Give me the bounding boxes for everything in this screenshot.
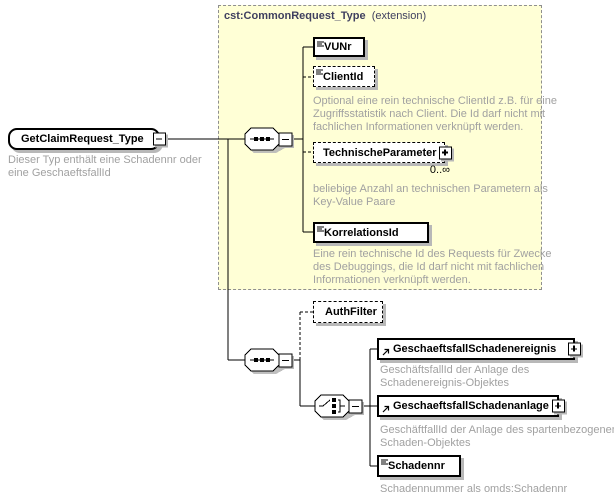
element-label: TechnischeParameter xyxy=(323,146,437,159)
element-label: Schadennr xyxy=(388,460,445,472)
element-vunr[interactable]: VUNr xyxy=(313,37,365,57)
annotation-technischeparameter: beliebige Anzahl an technischen Paramete… xyxy=(313,183,548,208)
element-getclaimrequest-type[interactable]: GetClaimRequest_Type xyxy=(8,128,166,150)
collapse-button[interactable] xyxy=(153,132,166,146)
sequence-icon[interactable] xyxy=(244,127,285,153)
expand-button[interactable] xyxy=(439,146,452,159)
element-label: GeschaeftsfallSchadenereignis xyxy=(393,343,557,355)
choice-collapse-button[interactable] xyxy=(348,399,364,415)
element-label: GetClaimRequest_Type xyxy=(21,133,144,145)
reference-arrow-icon xyxy=(382,348,390,356)
sequence-collapse-button[interactable] xyxy=(278,353,294,369)
extension-qualifier-text: (extension) xyxy=(371,10,427,22)
expand-button[interactable] xyxy=(568,342,581,356)
simple-type-icon xyxy=(317,41,324,47)
reference-arrow-icon xyxy=(382,405,390,413)
element-label: ClientId xyxy=(323,70,364,83)
sequence-icon[interactable] xyxy=(244,348,285,374)
cardinality-label: 0..∞ xyxy=(429,164,450,176)
annotation-korrelationsid: Eine rein technische Id des Requests für… xyxy=(313,248,552,286)
element-clientid[interactable]: ClientId xyxy=(313,66,375,87)
expand-button[interactable] xyxy=(552,399,565,413)
solid-connectors xyxy=(166,46,377,467)
annotation-schadennr: Schadennummer als omds:Schadennr xyxy=(380,483,568,495)
annotation-geschaeftsfallschadenanlage: GeschäftfallId der Anlage des spartenbez… xyxy=(380,424,614,449)
dashed-connectors xyxy=(299,76,313,360)
annotation-clientid: Optional eine rein technische ClientId z… xyxy=(313,95,557,133)
simple-type-icon xyxy=(316,69,323,75)
element-schadennr[interactable]: Schadennr xyxy=(377,455,461,477)
annotation-geschaeftsfallschadenereignis: GeschäftsfallId der Anlage des Schadener… xyxy=(380,364,530,389)
extension-title: cst:CommonRequest_Type (extension) xyxy=(224,10,426,22)
simple-type-icon xyxy=(317,226,324,232)
element-geschaeftsfallschadenanlage[interactable]: GeschaeftsfallSchadenanlage xyxy=(377,395,565,417)
element-label: VUNr xyxy=(324,41,352,53)
extension-type-name: cst:CommonRequest_Type xyxy=(224,10,366,22)
element-label: GeschaeftsfallSchadenanlage xyxy=(393,400,549,412)
element-geschaeftsfallschadenereignis[interactable]: GeschaeftsfallSchadenereignis xyxy=(377,338,581,360)
element-korrelationsid[interactable]: KorrelationsId xyxy=(313,222,429,243)
simple-type-icon xyxy=(381,459,388,465)
annotation-root: Dieser Typ enthält eine Schadennr oder e… xyxy=(8,154,202,179)
choice-icon[interactable] xyxy=(314,394,355,420)
sequence-collapse-button[interactable] xyxy=(278,132,294,148)
element-label: KorrelationsId xyxy=(324,226,399,239)
element-label: AuthFilter xyxy=(325,306,377,318)
element-authfilter[interactable]: AuthFilter xyxy=(313,301,383,323)
element-technischeparameter[interactable]: TechnischeParameter xyxy=(313,142,452,163)
